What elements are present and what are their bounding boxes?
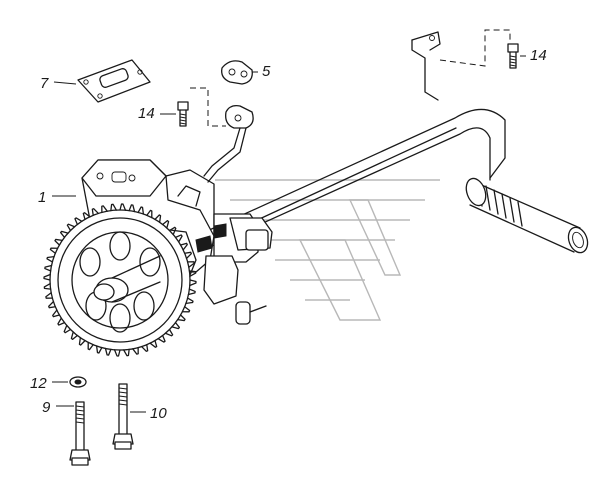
callout-14-left: 14 [138,105,155,122]
gear-tooth [171,321,181,330]
bolt-9 [69,401,91,466]
assembly-line-bracket [439,29,511,67]
assembly-line-flange [190,87,226,127]
bolt-14-right [507,43,519,69]
gear-tooth [161,219,170,229]
gear-tooth [128,204,136,213]
gear-tooth [101,205,108,214]
callout-5: 5 [262,63,271,80]
drive-gear [43,203,197,357]
gear-tooth [70,331,79,341]
gear-tooth [45,292,54,299]
gear-tooth [59,230,69,239]
gear-tooth [49,247,59,254]
gear-tooth [46,255,55,263]
gear-tooth [132,346,139,355]
gasket-7 [77,59,151,103]
gear-tooth [44,264,53,272]
gear-tooth [66,223,76,232]
bolt-14-left [177,101,189,127]
leader-lines [52,55,526,413]
gear-tooth [137,206,145,215]
bolt-10 [112,383,134,450]
gear-tooth [164,328,174,337]
gear-tooth [104,347,112,356]
callout-9: 9 [42,399,51,416]
gear-tooth [185,297,194,305]
gear-tooth [123,348,130,357]
gear-tooth [119,203,127,211]
gear-tooth [63,324,72,334]
callout-7: 7 [40,75,49,92]
callout-10: 10 [150,405,167,422]
watermark-logo [215,179,440,321]
gear-tooth [174,234,183,243]
intake-pipe [204,31,589,254]
pressure-tube [203,104,254,183]
washer-12 [69,376,87,388]
gear-tooth [168,226,177,236]
gear-tooth [140,344,149,352]
gear-tooth [78,337,86,346]
gear-tooth [87,341,94,351]
gear-tooth [74,217,83,226]
gasket-5 [221,60,253,85]
gear-tooth [43,273,51,281]
gear-tooth [52,309,61,318]
gear-tooth [95,345,103,354]
gear-tooth [157,334,166,343]
gear-tooth [54,238,63,246]
callout-1: 1 [38,189,47,206]
gear-tooth [184,251,192,260]
gear-tooth [154,214,162,223]
gear-tooth [48,300,56,309]
gear-tooth [110,203,117,212]
gear-tooth [146,209,153,219]
gear-tooth [57,317,66,326]
gear-tooth [187,288,196,296]
gear-tooth [179,242,188,251]
callout-12: 12 [30,375,47,392]
gear-tooth [149,339,158,348]
gear-tooth [181,306,191,313]
gear-tooth [43,283,52,290]
gear-tooth [82,212,91,221]
gear-tooth [113,349,121,357]
gear-tooth [186,261,195,268]
gear-tooth [188,270,197,277]
callout-14-right: 14 [530,47,547,64]
gear-tooth [91,208,100,216]
gear-tooth [189,279,197,287]
gear-tooth [177,314,186,322]
